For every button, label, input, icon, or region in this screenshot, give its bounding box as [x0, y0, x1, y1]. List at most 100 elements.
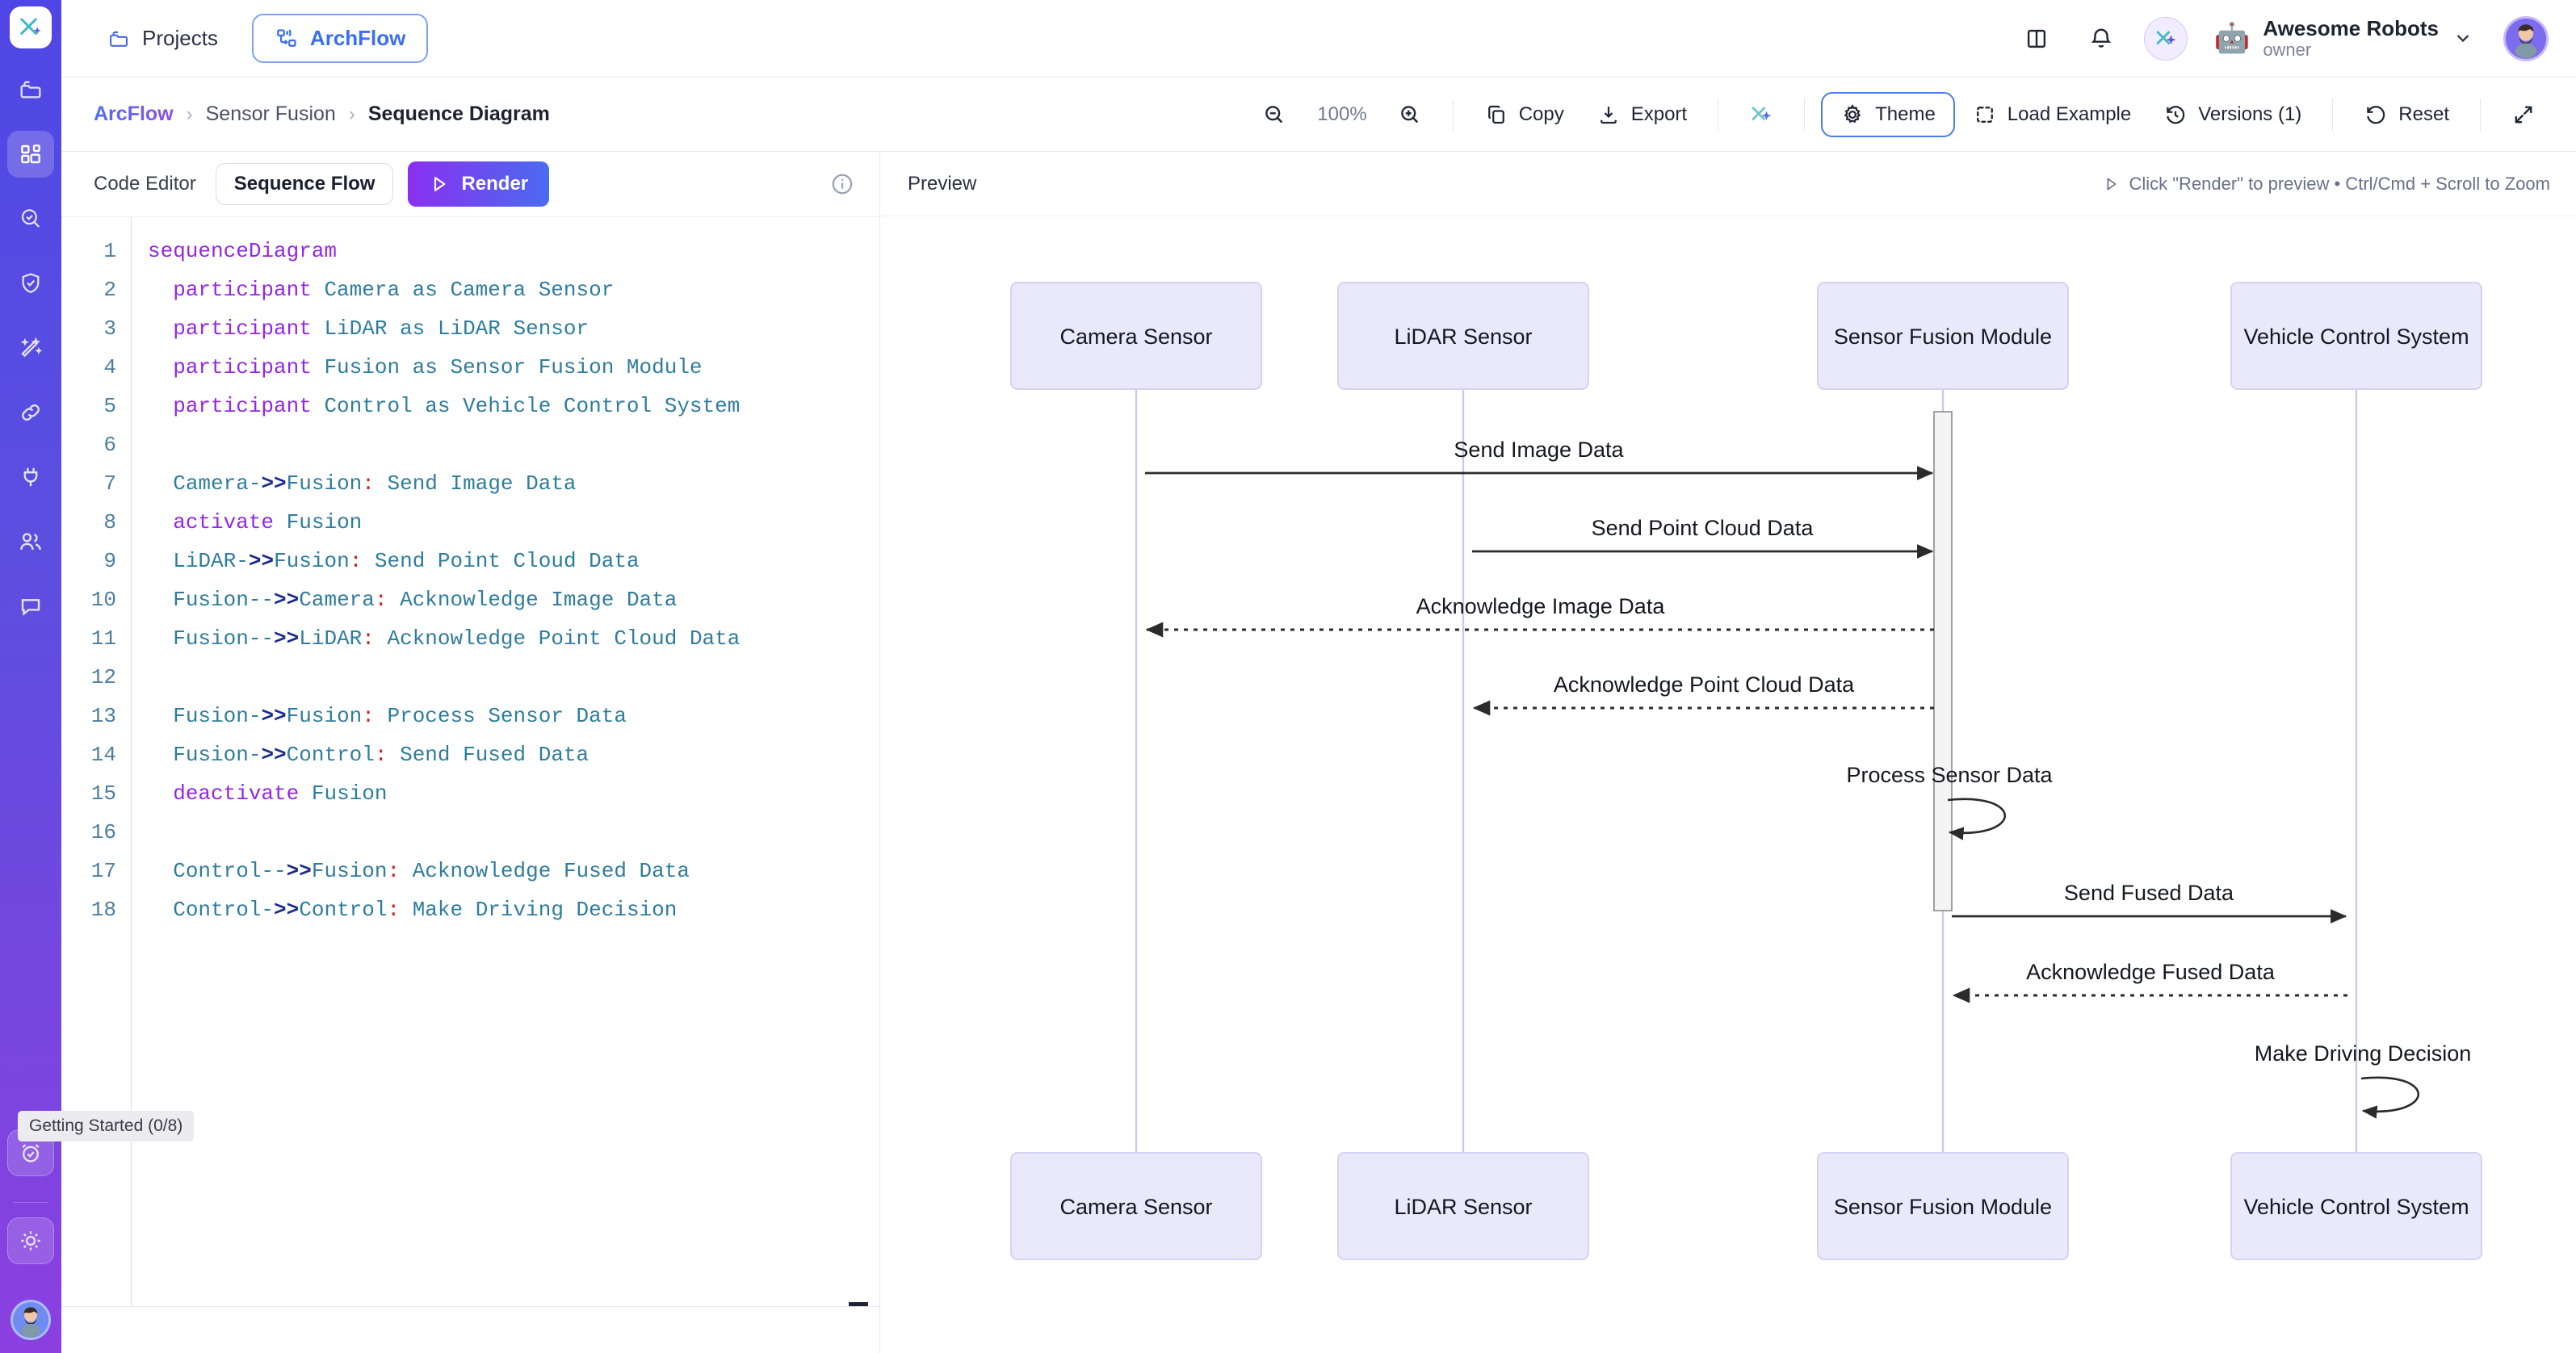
participant-box-top[interactable]: Sensor Fusion Module [1818, 283, 2068, 389]
breadcrumb-root[interactable]: ArcFlow [94, 103, 174, 126]
message-label: Acknowledge Fused Data [2026, 960, 2276, 984]
org-role: owner [2263, 40, 2439, 61]
fullscreen-button[interactable] [2497, 93, 2550, 136]
play-icon [429, 174, 450, 195]
editor-statusbar [61, 1306, 879, 1353]
participant-box-top[interactable]: LiDAR Sensor [1338, 283, 1588, 389]
line-number: 15 [61, 774, 116, 813]
breadcrumb: ArcFlow › Sensor Fusion › Sequence Diagr… [94, 103, 550, 126]
line-number: 1 [61, 232, 116, 270]
sidebar-item-integrations[interactable] [7, 454, 54, 501]
code-line [148, 813, 862, 852]
theme-button[interactable]: Theme [1821, 92, 1955, 137]
export-label: Export [1631, 103, 1687, 126]
participant-box-bottom[interactable]: LiDAR Sensor [1338, 1153, 1588, 1259]
magic-wand-icon [18, 335, 44, 361]
zoom-out-icon [1262, 103, 1286, 127]
versions-button[interactable]: Versions (1) [2149, 93, 2316, 136]
tab-code-editor[interactable]: Code Editor [89, 165, 201, 203]
zoom-in-button[interactable] [1383, 93, 1437, 136]
code-editor-area[interactable]: 123456789101112131415161718 sequenceDiag… [61, 216, 879, 1306]
download-icon [1596, 103, 1621, 127]
breadcrumb-separator: › [187, 103, 193, 126]
line-number: 7 [61, 464, 116, 503]
folders-icon [107, 27, 131, 51]
participant-label: Sensor Fusion Module [1834, 325, 2052, 349]
line-number: 12 [61, 658, 116, 697]
message-self-arrow [2361, 1078, 2419, 1112]
participant-box-top[interactable]: Camera Sensor [1011, 283, 1261, 389]
code-content[interactable]: sequenceDiagram participant Camera as Ca… [131, 217, 879, 1306]
info-icon [829, 171, 855, 197]
breadcrumb-current: Sequence Diagram [368, 103, 550, 126]
participant-box-top[interactable]: Vehicle Control System [2231, 283, 2482, 389]
org-switcher[interactable]: 🤖 Awesome Robots owner [2209, 17, 2474, 61]
alarm-check-icon [18, 1140, 44, 1166]
reset-button[interactable]: Reset [2349, 93, 2464, 136]
line-number: 10 [61, 580, 116, 619]
left-rail: Getting Started (0/8) [0, 0, 61, 1353]
preview-hint: Click "Render" to preview • Ctrl/Cmd + S… [2102, 174, 2550, 195]
rail-user-avatar[interactable] [10, 1300, 51, 1340]
projects-folder-icon [18, 77, 44, 103]
toolbar-actions: 100% Copy [1248, 92, 2550, 137]
code-line: Control-->>Fusion: Acknowledge Fused Dat… [148, 852, 862, 890]
participant-box-bottom[interactable]: Sensor Fusion Module [1818, 1153, 2068, 1259]
sidebar-item-security[interactable] [7, 260, 54, 307]
toolbar-ai-button[interactable] [1735, 93, 1788, 136]
participant-label: Camera Sensor [1059, 325, 1212, 349]
reset-label: Reset [2398, 103, 2449, 126]
sidebar-item-blocks[interactable] [7, 131, 54, 178]
export-button[interactable]: Export [1582, 93, 1701, 136]
breadcrumb-project[interactable]: Sensor Fusion [206, 103, 336, 126]
load-example-button[interactable]: Load Example [1958, 93, 2146, 136]
shield-check-icon [18, 270, 44, 296]
chat-bubble-icon [18, 593, 44, 619]
sidebar-item-links[interactable] [7, 389, 54, 436]
editor-toolbar: ArcFlow › Sensor Fusion › Sequence Diagr… [61, 77, 2576, 152]
sidebar-item-team[interactable] [7, 518, 54, 565]
diagram-canvas[interactable]: Camera SensorLiDAR SensorSensor Fusion M… [880, 216, 2576, 1353]
zoom-in-icon [1398, 103, 1422, 127]
ai-assistant-button[interactable] [2144, 17, 2188, 61]
app-chip-label: ArchFlow [310, 26, 405, 51]
preview-pane: Preview Click "Render" to preview • Ctrl… [880, 152, 2576, 1353]
header-user-avatar[interactable] [2503, 16, 2549, 61]
line-number: 3 [61, 309, 116, 348]
preview-title: Preview [908, 173, 976, 195]
panel-layout-button[interactable] [2015, 17, 2058, 61]
message-dotted: Acknowledge Fused Data [1953, 960, 2347, 995]
message-label: Send Point Cloud Data [1592, 516, 1815, 540]
sidebar-item-projects[interactable] [7, 66, 54, 113]
tab-sequence-flow[interactable]: Sequence Flow [216, 163, 394, 205]
ai-sparkle-icon [2154, 27, 2178, 51]
app-chip-archflow[interactable]: ArchFlow [252, 14, 428, 63]
editor-info-button[interactable] [829, 171, 855, 197]
notifications-button[interactable] [2079, 17, 2123, 61]
line-number: 6 [61, 425, 116, 464]
panel-layout-icon [2024, 26, 2049, 52]
message-label: Send Image Data [1454, 438, 1624, 462]
code-line: Fusion->>Fusion: Process Sensor Data [148, 697, 862, 735]
message-label: Acknowledge Image Data [1416, 594, 1666, 618]
render-button[interactable]: Render [408, 161, 549, 207]
zoom-out-button[interactable] [1248, 93, 1301, 136]
nav-projects[interactable]: Projects [94, 18, 231, 59]
message-dotted: Acknowledge Image Data [1147, 594, 1934, 630]
sidebar-item-review[interactable] [7, 195, 54, 242]
code-line: participant Control as Vehicle Control S… [148, 387, 862, 425]
sidebar-item-ai-tools[interactable] [7, 325, 54, 371]
app-logo[interactable] [10, 6, 52, 48]
horizontal-scrollbar[interactable] [849, 1302, 868, 1306]
history-clock-icon [2163, 103, 2188, 127]
nav-projects-label: Projects [142, 26, 218, 51]
sidebar-item-comments[interactable] [7, 583, 54, 630]
link-icon [18, 400, 44, 425]
line-number: 18 [61, 890, 116, 929]
code-line: deactivate Fusion [148, 774, 862, 813]
participant-box-bottom[interactable]: Vehicle Control System [2231, 1153, 2482, 1259]
participant-box-bottom[interactable]: Camera Sensor [1011, 1153, 1261, 1259]
code-line: participant Fusion as Sensor Fusion Modu… [148, 348, 862, 387]
theme-toggle-button[interactable] [7, 1217, 54, 1264]
copy-button[interactable]: Copy [1470, 93, 1579, 136]
